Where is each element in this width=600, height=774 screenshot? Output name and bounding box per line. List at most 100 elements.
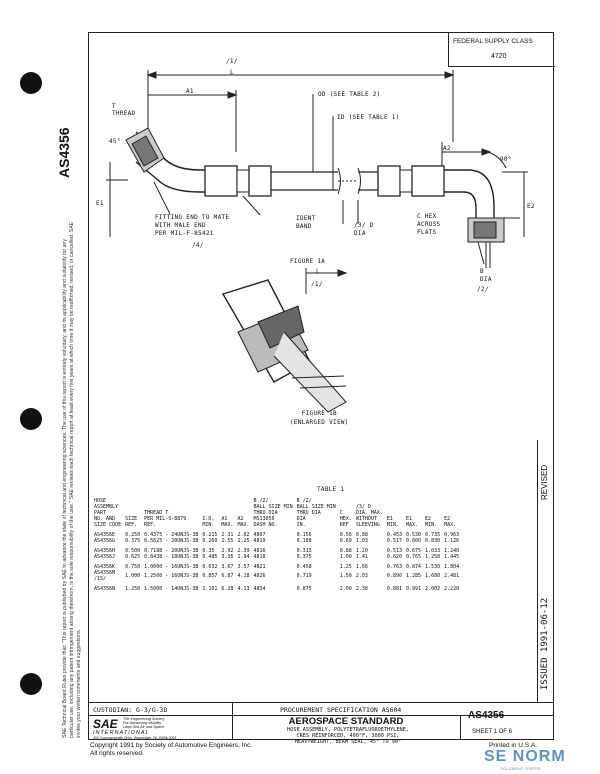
fitting-note: FITTING END TO MATE WITH MALE END PER MI… [155,214,230,237]
table-cell: 1.101 [202,586,218,592]
table-cell: 0.260 [202,538,218,544]
table-cell: 0.625 [125,554,141,560]
table-cell: 2.481 [444,573,460,579]
table-cell: 6.87 [221,573,234,579]
e1-label: E1 [96,200,104,207]
table-cell: 0.69 [339,538,352,544]
table-cell: 4818 [253,554,266,560]
sae-logo: SAE The Engineering Society For Advancin… [93,717,228,740]
table-cell: 0.458 [296,564,312,570]
table-header-cell: B /2/ BALL SIZE MIN THRU DIA DIA IN. [296,498,336,528]
watermark-sub: DOCUMENT CENTER [500,766,541,771]
table-header-cell: E1 MAX. [405,516,419,528]
table-cell: 1.126 [444,538,460,544]
table-header-cell: E2 MAX. [444,516,457,528]
table-cell: 0.485 [202,554,218,560]
federal-supply-class-box: FEDERAL SUPPLY CLASS 4720 [448,32,555,67]
sae-tagline: The Engineering Society For Advancing Mo… [123,717,165,730]
table-cell: 3.57 [237,564,250,570]
table-header-cell: E1 MIN. [386,516,399,528]
table-cell: 1.445 [444,554,460,560]
sheet-number: SHEET 1 OF 6 [472,729,512,735]
table-cell: 0.7188 - 20UNJS-3B [144,548,199,554]
table-cell: 1.5000 - 14UNJS-3B [144,586,199,592]
table-cell: 0.56 [339,532,352,538]
printed-in: Printed in U.S.A. [489,742,538,749]
table-header-cell: C HEX. REF [339,510,352,528]
table-cell: 1.2500 - 16UNJS-3B [144,573,199,579]
table-cell: 0.874 [405,564,422,570]
angle-90-label: 90° [500,156,512,163]
standard-title: AEROSPACE STANDARD [288,716,404,727]
table-cell: 0.375 [296,554,312,560]
table-cell: 1.530 [425,564,441,570]
sae-international: INTERNATIONAL [93,730,150,736]
table-cell: 1.41 [355,554,368,560]
d-dia-label: /3/ D DIA [354,222,374,237]
sae-logo-mark: SAE [93,717,118,731]
table-cell: 2.03 [355,573,368,579]
table-cell: 2.31 [221,532,234,538]
table-cell: 2.02 [237,532,250,538]
figure-1b-title: FIGURE 1B (ENLARGED VIEW) [290,410,349,426]
table-cell: 1.50 [339,573,352,579]
table-cell: 1.25 [339,564,352,570]
table-cell: 4821 [253,564,266,570]
table-cell: AS4356N [94,586,116,592]
procurement-spec: PROCUREMENT SPECIFICATION AS604 [280,706,402,714]
table-cell: 0.500 [125,548,141,554]
figure-1a-title: FIGURE 1A [290,258,326,265]
table-cell: 0.88 [339,548,352,554]
table-cell: 2.55 [221,538,234,544]
fsc-value: 4720 [491,53,507,60]
a1-label: A1 [186,88,194,95]
table-cell: 1.258 [425,554,441,560]
hex-label: C HEX ACROSS FLATS [417,213,441,236]
table-cell: 2.220 [444,586,460,592]
b-dia-label: B DIA [480,268,492,283]
table-cell: 0.890 [386,573,402,579]
punch-hole [20,72,42,94]
table-cell: 3.36 [221,554,234,560]
table-cell: 0.5625 - 20UNJS-3B [144,538,199,544]
table-cell: 2.38 [355,586,368,592]
table-cell: AS4356M /15/ [94,570,116,582]
table-cell: 1.033 [425,548,441,554]
table-cell: 2.00 [339,586,352,592]
table-cell: 4816 [253,548,266,554]
punch-hole [20,408,42,430]
table-header-cell: HOSE ASSEMBLY PART NO. AND SIZE CODE [94,498,122,528]
disclaimer-text: SAE Technical Board Rules provide that: … [62,221,82,738]
table-cell: 0.857 [202,573,218,579]
table-cell: 4.13 [237,586,250,592]
custodian: CUSTODIAN: G-3/G-3D [93,706,168,714]
e2-label: E2 [527,203,535,210]
table-cell: 0.530 [405,532,422,538]
table-cell: 0.830 [425,538,441,544]
sae-address: 400 Commonwealth Drive, Warrendale, PA 1… [93,736,177,740]
angle-45-label: 45° [109,138,121,145]
tag-2-label: /2/ [477,286,489,293]
table-cell: AS4356J [94,554,116,560]
table-cell: 0.875 [296,586,312,592]
table-cell: 4.18 [237,573,250,579]
table-cell: 0.4375 - 24UNJS-3B [144,532,199,538]
watermark: SE NORM [484,748,566,765]
length-label: L [230,69,234,76]
table-cell: 0.453 [386,532,402,538]
fsc-label: FEDERAL SUPPLY CLASS [453,38,533,45]
figure-1a-tag: /1/ [311,281,323,288]
table-header-cell: SIZE REF. [125,516,138,528]
thread-label: T THREAD [112,103,136,117]
table-cell: 2.002 [425,586,441,592]
table-cell: 4807 [253,532,266,538]
copyright: Copyright 1991 by Society of Automotive … [90,742,253,757]
table-cell: AS4356G [94,538,116,544]
